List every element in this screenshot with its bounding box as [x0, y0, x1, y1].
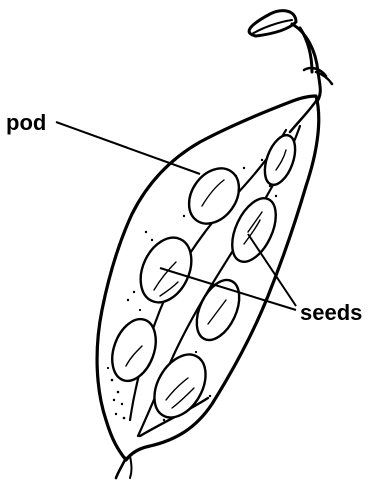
pod-label: pod: [6, 110, 46, 135]
seeds-label: seeds: [300, 300, 362, 325]
pod-leader-line: [56, 122, 200, 174]
